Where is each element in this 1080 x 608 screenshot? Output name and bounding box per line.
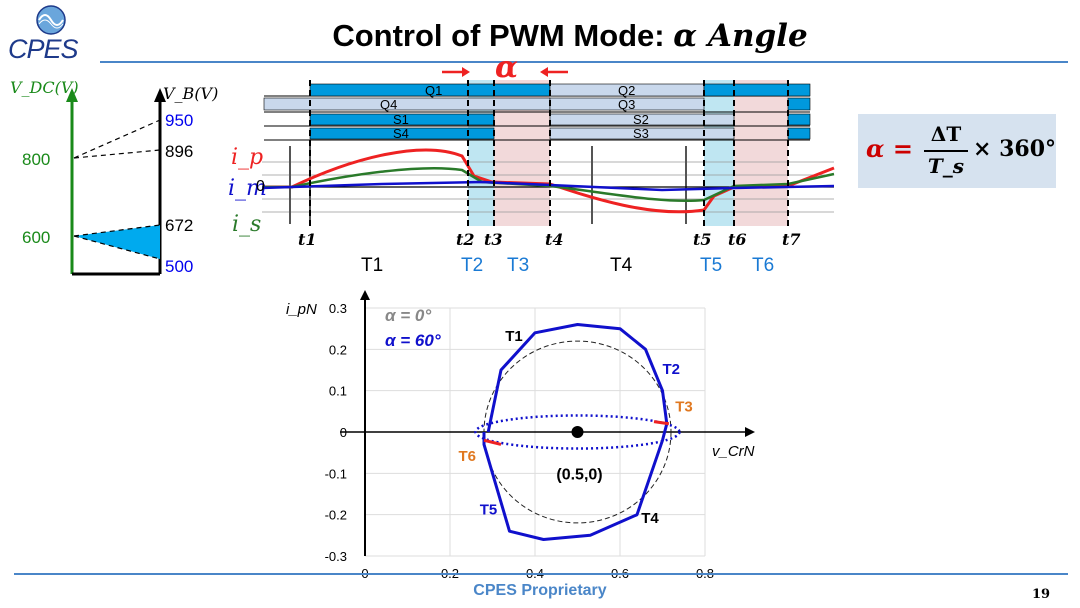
zero-label: 0 bbox=[256, 178, 265, 195]
vb-tick-500: 500 bbox=[165, 257, 194, 276]
logo-text: CPES bbox=[8, 34, 79, 64]
time-t5: t5 bbox=[693, 230, 712, 249]
y-tick-label: 0 bbox=[340, 425, 347, 440]
vb-label: V_B(V) bbox=[163, 84, 219, 103]
interval-t4: T4 bbox=[610, 255, 633, 276]
q2-pulse bbox=[703, 83, 811, 97]
switch-label-q3: Q3 bbox=[618, 97, 636, 112]
interval-t2: T2 bbox=[461, 255, 484, 276]
t6-t7-band bbox=[734, 80, 788, 226]
interval-t6: T6 bbox=[752, 255, 775, 276]
voltage-scale-diagram bbox=[66, 88, 166, 276]
time-t6: t6 bbox=[728, 230, 747, 249]
switch-label-s3: S3 bbox=[633, 126, 649, 141]
time-t7: t7 bbox=[782, 230, 801, 249]
switch-label-s4: S4 bbox=[393, 126, 409, 141]
q4-off bbox=[263, 97, 551, 111]
vdc-tick-600: 600 bbox=[22, 228, 51, 247]
title-symbol: α Angle bbox=[673, 18, 808, 54]
im-label: i_m bbox=[228, 176, 267, 201]
x-axis-arrow-icon bbox=[745, 427, 755, 437]
vb-tick-896: 896 bbox=[165, 142, 194, 161]
vb-tick-672: 672 bbox=[165, 216, 194, 235]
switch-label-s2: S2 bbox=[633, 112, 649, 127]
vb-arrow-icon bbox=[154, 88, 166, 102]
y-tick-label: 0.3 bbox=[329, 301, 347, 316]
interval-annotation: T3 bbox=[675, 398, 693, 415]
s1-pulse bbox=[309, 113, 495, 126]
vb-tick-950: 950 bbox=[165, 111, 194, 130]
t6-segment bbox=[483, 438, 502, 446]
y-axis-label: i_pN bbox=[286, 301, 317, 318]
vb-range-fill bbox=[74, 225, 160, 259]
cpes-logo: CPES bbox=[6, 4, 96, 64]
center-point-label: (0.5,0) bbox=[556, 467, 602, 484]
alpha-arrowhead-left-icon bbox=[462, 67, 470, 77]
slide-title: Control of PWM Mode: α Angle bbox=[270, 18, 870, 54]
formula-numerator: ΔT bbox=[930, 122, 962, 146]
y-axis-arrow-icon bbox=[360, 290, 370, 300]
time-t2: t2 bbox=[456, 230, 475, 249]
x-axis-label: v_CrN bbox=[712, 443, 755, 460]
alpha-formula-box: α = ΔT T_s × 360° bbox=[858, 114, 1056, 188]
timing-diagram bbox=[262, 67, 835, 228]
interval-annotation: T1 bbox=[505, 328, 523, 345]
y-tick-label: -0.2 bbox=[325, 508, 347, 523]
interval-annotation: T4 bbox=[641, 510, 659, 527]
legend-alpha0: α = 0° bbox=[385, 306, 431, 325]
dash-500 bbox=[73, 235, 161, 260]
switch-label-q2: Q2 bbox=[618, 83, 636, 98]
y-tick-label: 0.1 bbox=[329, 384, 347, 399]
dash-950 bbox=[73, 119, 161, 159]
title-rule bbox=[100, 61, 1068, 63]
y-tick-label: -0.3 bbox=[325, 549, 347, 564]
switch-label-s1: S1 bbox=[393, 112, 409, 127]
interval-annotation: T2 bbox=[663, 361, 681, 378]
alpha-symbol: α bbox=[495, 50, 519, 85]
alpha-arrowhead-right-icon bbox=[540, 67, 548, 77]
interval-t1: T1 bbox=[361, 255, 384, 276]
switch-label-q1: Q1 bbox=[425, 83, 443, 98]
formula-fraction-bar bbox=[924, 150, 968, 152]
logo-globe-icon bbox=[36, 5, 66, 35]
vdc-arrow-icon bbox=[66, 88, 78, 102]
formula-tail: × 360° bbox=[973, 136, 1057, 162]
legend-alpha60: α = 60° bbox=[385, 331, 441, 350]
alpha60-ellipse bbox=[474, 414, 681, 450]
q3-pulse bbox=[787, 97, 811, 111]
footer-rule bbox=[14, 573, 1068, 575]
switch-label-q4: Q4 bbox=[380, 97, 398, 112]
vdc-tick-800: 800 bbox=[22, 150, 51, 169]
s2-off bbox=[549, 113, 735, 126]
y-tick-label: 0.2 bbox=[329, 342, 347, 357]
formula-denominator: T_s bbox=[927, 154, 965, 178]
interval-annotation: T5 bbox=[480, 502, 498, 519]
phase-plane-chart: 00.20.40.60.80.30.20.10-0.1-0.2-0.3(0.5,… bbox=[286, 290, 755, 581]
vdc-label: V_DC(V) bbox=[10, 78, 79, 97]
s2-pulse bbox=[787, 113, 811, 126]
interval-t3: T3 bbox=[507, 255, 530, 276]
time-t3: t3 bbox=[484, 230, 503, 249]
page-number: 19 bbox=[1032, 587, 1051, 602]
title-text: Control of PWM Mode: bbox=[332, 18, 674, 53]
is-label: i_s bbox=[232, 212, 262, 237]
footer-text: CPES Proprietary bbox=[473, 582, 607, 599]
interval-t5: T5 bbox=[700, 255, 723, 276]
formula-lhs: α = bbox=[866, 134, 913, 163]
interval-annotation: T6 bbox=[459, 448, 477, 465]
dash-896 bbox=[73, 149, 161, 159]
time-t4: t4 bbox=[545, 230, 564, 249]
dash-672 bbox=[73, 224, 161, 237]
center-point bbox=[571, 426, 584, 438]
time-t1: t1 bbox=[298, 230, 317, 249]
s3-pulse bbox=[787, 127, 811, 140]
t3-segment bbox=[653, 420, 670, 426]
ip-label: i_p bbox=[231, 145, 264, 170]
y-tick-label: -0.1 bbox=[325, 466, 347, 481]
